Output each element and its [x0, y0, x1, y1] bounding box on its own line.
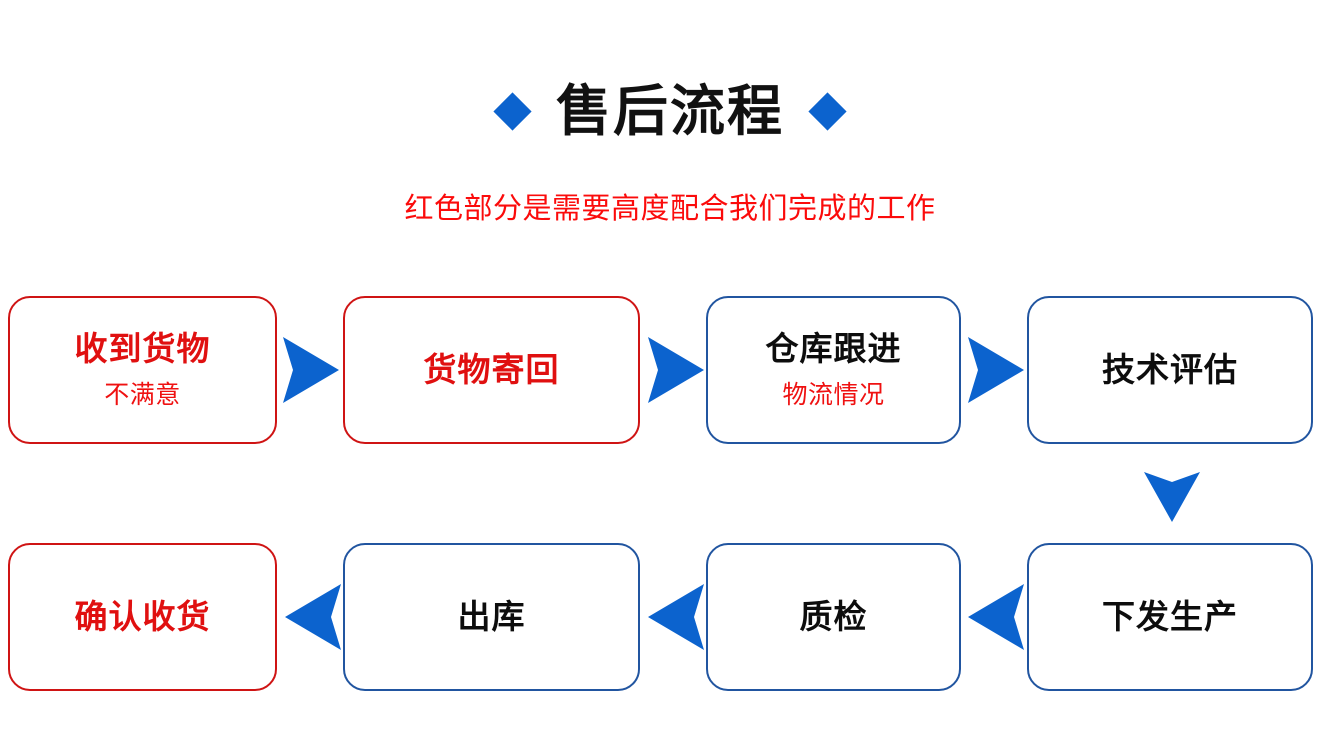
flow-node-warehouse-followup[interactable]: 仓库跟进 物流情况 [706, 296, 961, 444]
arrow-right-icon-1 [283, 337, 339, 403]
arrow-right-icon-3 [968, 337, 1024, 403]
flow-node-label: 货物寄回 [423, 351, 560, 388]
flow-node-label: 确认收货 [74, 598, 211, 635]
flow-node-release-production[interactable]: 下发生产 [1027, 543, 1313, 691]
flow-node-sublabel: 不满意 [104, 381, 181, 409]
flow-node-technical-assessment[interactable]: 技术评估 [1027, 296, 1313, 444]
flow-node-label: 收到货物 [74, 330, 211, 367]
flow-node-confirm-receipt[interactable]: 确认收货 [8, 543, 277, 691]
flow-node-label: 技术评估 [1102, 351, 1238, 388]
flow-node-label: 仓库跟进 [765, 330, 902, 367]
flow-node-outbound[interactable]: 出库 [343, 543, 640, 691]
arrow-right-icon-2 [648, 337, 704, 403]
arrow-down-icon-1 [1144, 472, 1200, 522]
flow-node-quality-check[interactable]: 质检 [706, 543, 961, 691]
flow-node-label: 出库 [457, 598, 526, 635]
title-row: 售后流程 [0, 80, 1340, 142]
flow-node-send-back[interactable]: 货物寄回 [343, 296, 640, 444]
flow-node-label: 质检 [799, 598, 868, 635]
flow-node-label: 下发生产 [1102, 598, 1238, 635]
arrow-left-icon-3 [968, 584, 1024, 650]
page-subtitle: 红色部分是需要高度配合我们完成的工作 [404, 193, 936, 225]
flow-node-sublabel: 物流情况 [782, 381, 885, 409]
flow-node-received-goods[interactable]: 收到货物 不满意 [8, 296, 277, 444]
page-title: 售后流程 [555, 80, 784, 142]
arrow-left-icon-2 [648, 584, 704, 650]
arrow-left-icon-1 [285, 584, 341, 650]
